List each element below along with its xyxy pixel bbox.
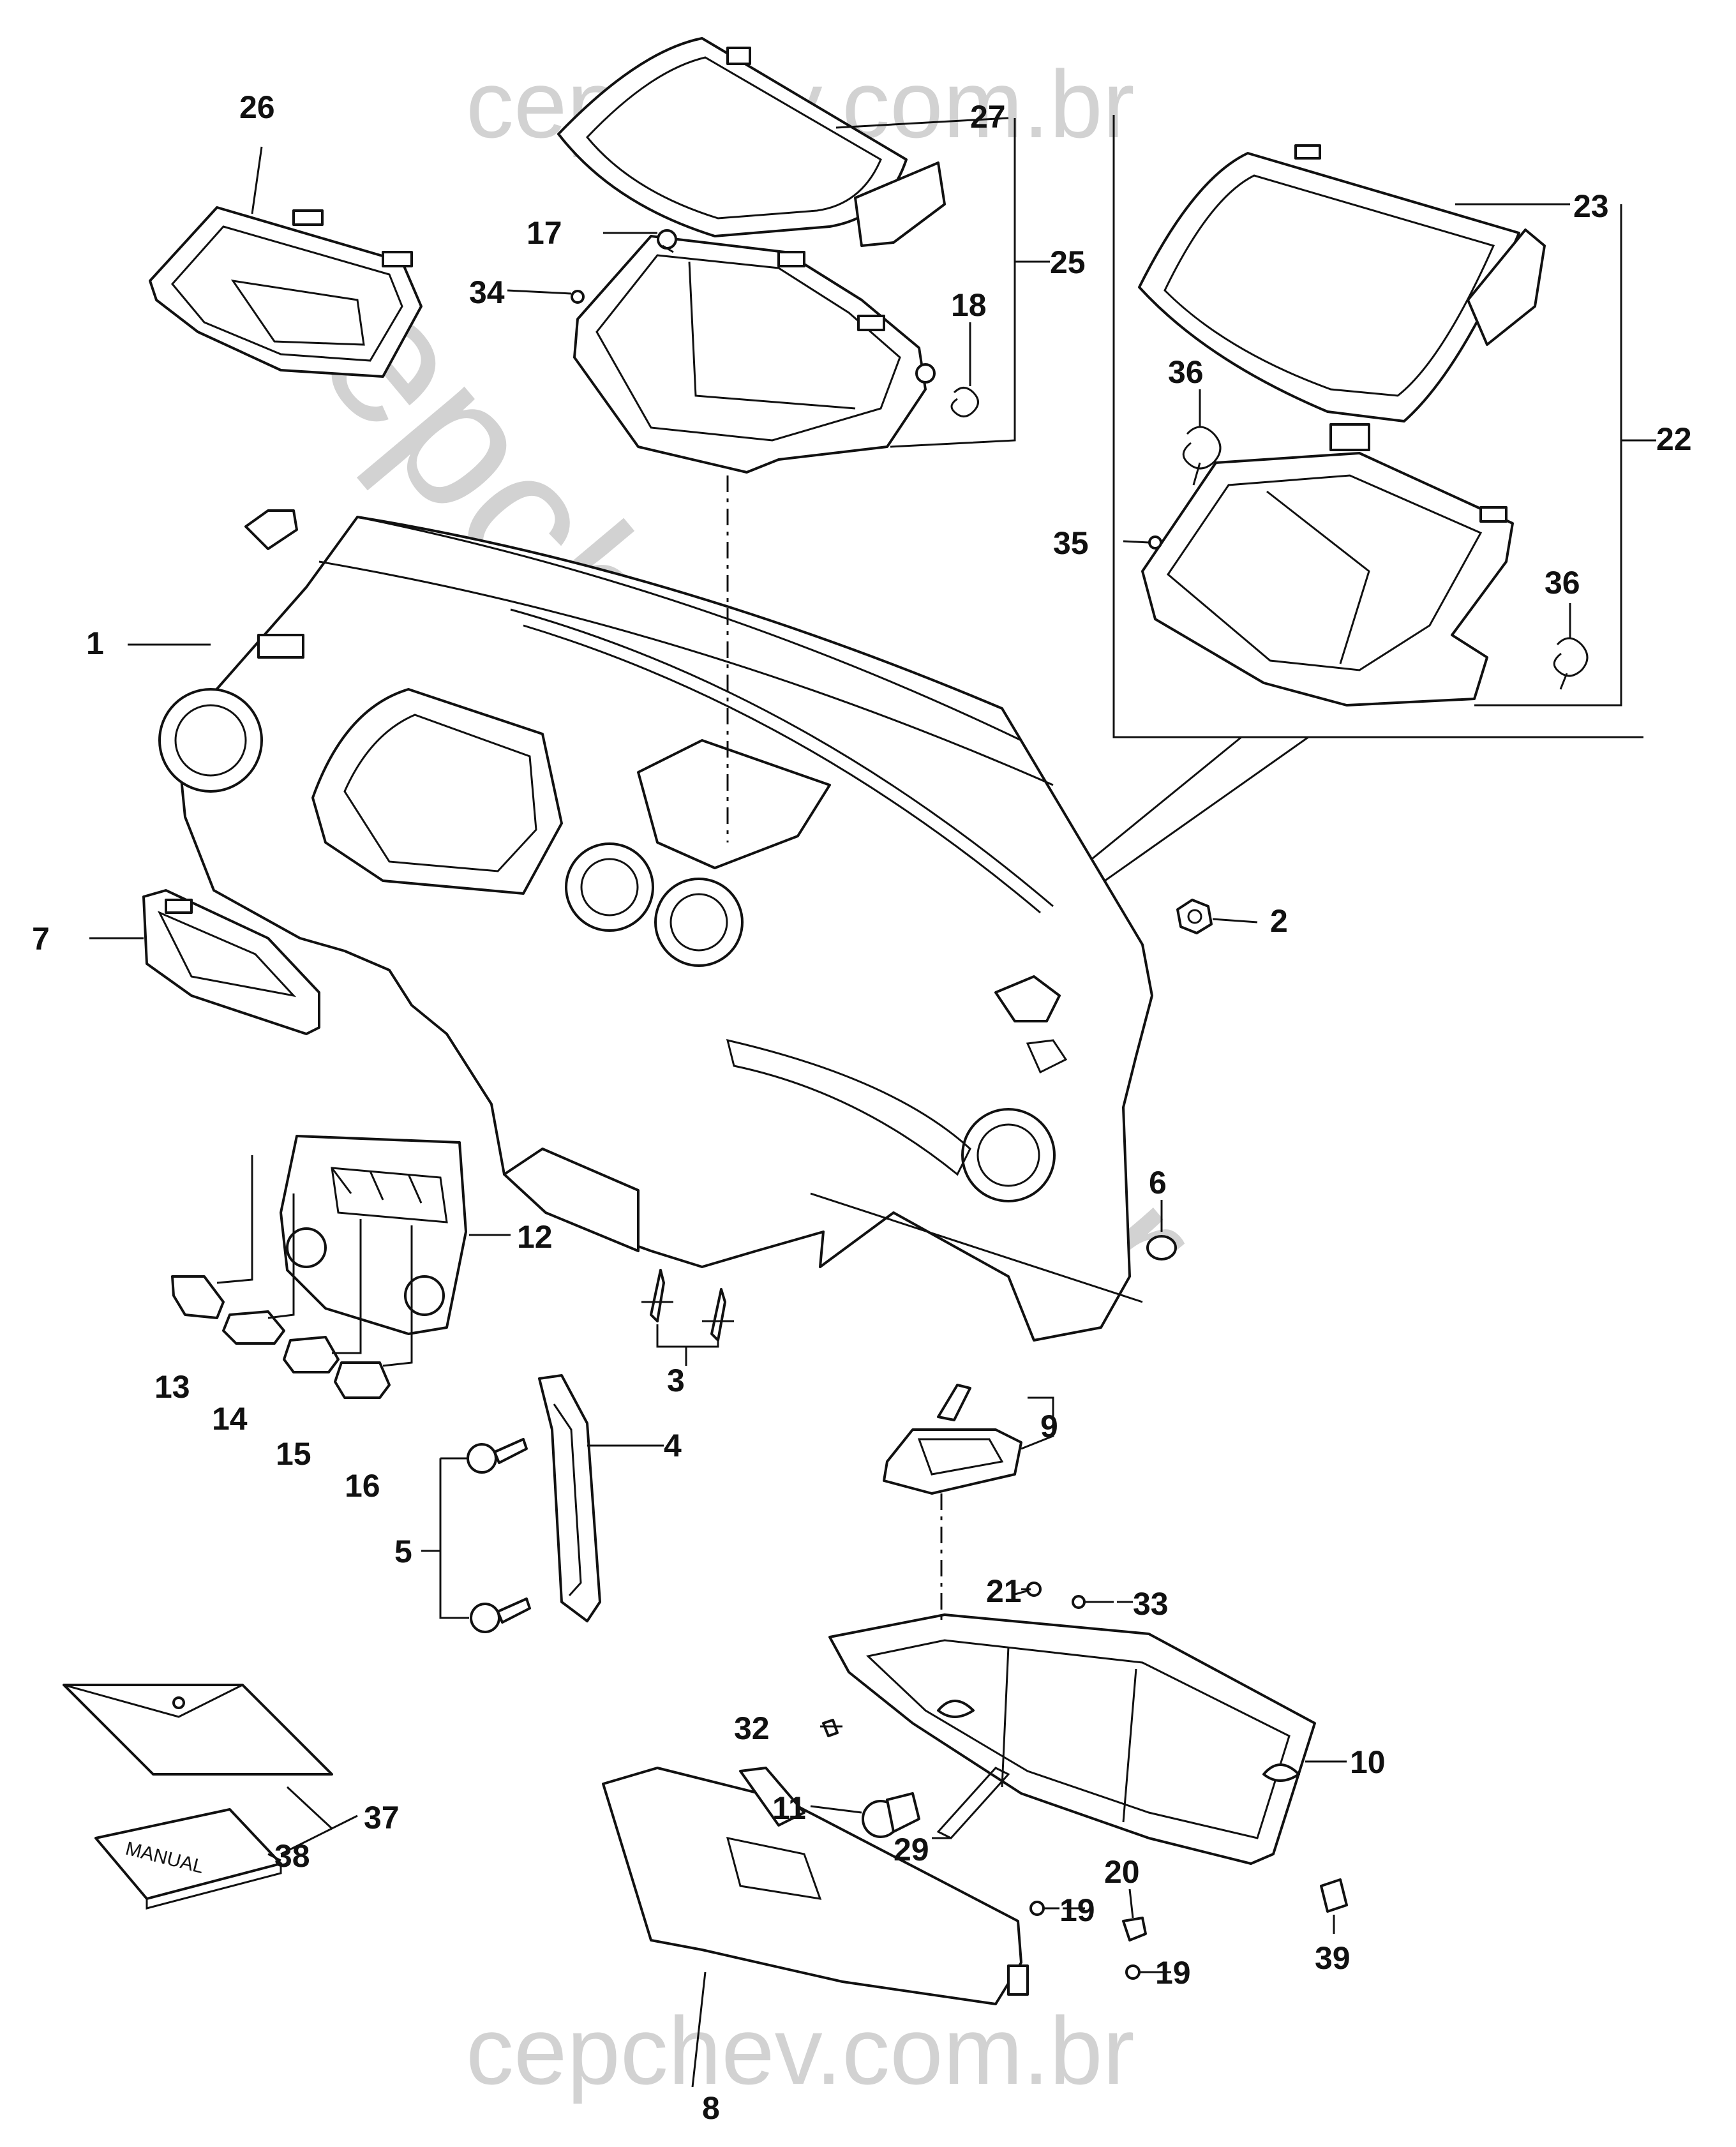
callout-4: 4 (664, 1428, 682, 1463)
callout-7: 7 (32, 921, 50, 957)
watermark-bottom: cepchev.com.br (466, 1997, 1135, 2104)
part-33-screw (1072, 1595, 1114, 1609)
callout-29: 29 (894, 1832, 929, 1867)
callout-25: 25 (1050, 244, 1086, 280)
callout-35: 35 (1053, 525, 1089, 561)
part-36-spring-lower (1553, 637, 1589, 690)
part-34-pin (571, 290, 585, 304)
part-29-latch (936, 1767, 1010, 1839)
callout-34: 34 (469, 274, 505, 310)
part-35-pin (1148, 535, 1162, 550)
callout-18: 18 (951, 287, 987, 323)
part-7-switch-bezel (142, 889, 320, 1035)
part-16-switch (334, 1361, 391, 1399)
callout-8: 8 (702, 2090, 720, 2126)
callout-10: 10 (1350, 1744, 1386, 1780)
callout-19-upper: 19 (1059, 1892, 1095, 1928)
part-1-instrument-panel (158, 509, 1153, 1342)
part-19-screw-lower (1125, 1964, 1152, 1980)
callout-36-lower: 36 (1545, 565, 1580, 601)
callout-15: 15 (276, 1436, 311, 1472)
part-4-trim-panel (538, 1374, 601, 1622)
callout-21: 21 (986, 1573, 1022, 1609)
callout-19-lower: 19 (1155, 1955, 1191, 1991)
part-36-spring-upper (1182, 426, 1222, 486)
callout-38: 38 (274, 1838, 310, 1874)
part-14-switch (222, 1310, 285, 1345)
callout-12: 12 (517, 1219, 553, 1255)
callout-32: 32 (734, 1710, 770, 1746)
callout-33: 33 (1133, 1586, 1169, 1622)
part-2-nut (1176, 899, 1213, 934)
part-32-clip (822, 1719, 839, 1737)
callout-36-upper: 36 (1168, 354, 1204, 390)
callout-14: 14 (212, 1401, 248, 1437)
callout-1: 1 (86, 625, 104, 661)
callout-5: 5 (394, 1534, 412, 1569)
part-26-storage-tray (149, 206, 423, 378)
part-38-manual: MANUAL (94, 1808, 282, 1910)
callout-26: 26 (239, 89, 275, 125)
part-39-bracket (1320, 1878, 1348, 1913)
part-17-spring-clip (657, 229, 677, 253)
part-20-clip (1122, 1917, 1147, 1941)
part-23-lid (1138, 144, 1546, 423)
callout-20: 20 (1104, 1854, 1140, 1890)
part-11-lock-cylinder (862, 1792, 920, 1838)
part-6-plug (1146, 1235, 1177, 1261)
part-8-glovebox-door (602, 1767, 1029, 2005)
leader-lines (89, 117, 1656, 2088)
part-9-lamp-assembly (883, 1384, 1022, 1495)
part-22-glovebox-housing (1141, 423, 1514, 707)
part-21-screw (1014, 1582, 1042, 1597)
callout-9: 9 (1040, 1409, 1058, 1444)
part-37-envelope (63, 1684, 333, 1776)
part-27-lid (557, 37, 946, 247)
callout-3: 3 (667, 1363, 685, 1398)
callout-6: 6 (1149, 1165, 1167, 1201)
callout-39: 39 (1315, 1940, 1351, 1976)
part-13-switch (171, 1275, 225, 1319)
callout-37: 37 (364, 1800, 400, 1836)
callout-13: 13 (154, 1369, 190, 1405)
part-10-glovebox-bin (828, 1613, 1316, 1865)
part-18-spring (950, 387, 979, 417)
callout-labels: 1 2 3 4 5 6 7 8 9 10 11 12 13 14 15 16 1… (32, 89, 1692, 2126)
callout-27: 27 (970, 99, 1006, 135)
callout-23: 23 (1573, 188, 1609, 224)
part-19-screw-upper (1029, 1901, 1059, 1916)
part-12-center-bezel (280, 1135, 467, 1335)
callout-11: 11 (772, 1790, 806, 1826)
callout-22: 22 (1656, 421, 1692, 457)
part-15-switch (283, 1336, 340, 1373)
callout-17: 17 (527, 215, 562, 251)
callout-16: 16 (345, 1468, 380, 1504)
part-5-screws (467, 1438, 531, 1633)
callout-2: 2 (1270, 903, 1288, 939)
part-25-glovebox-housing (573, 235, 936, 474)
part-3-push-pins (641, 1269, 734, 1342)
